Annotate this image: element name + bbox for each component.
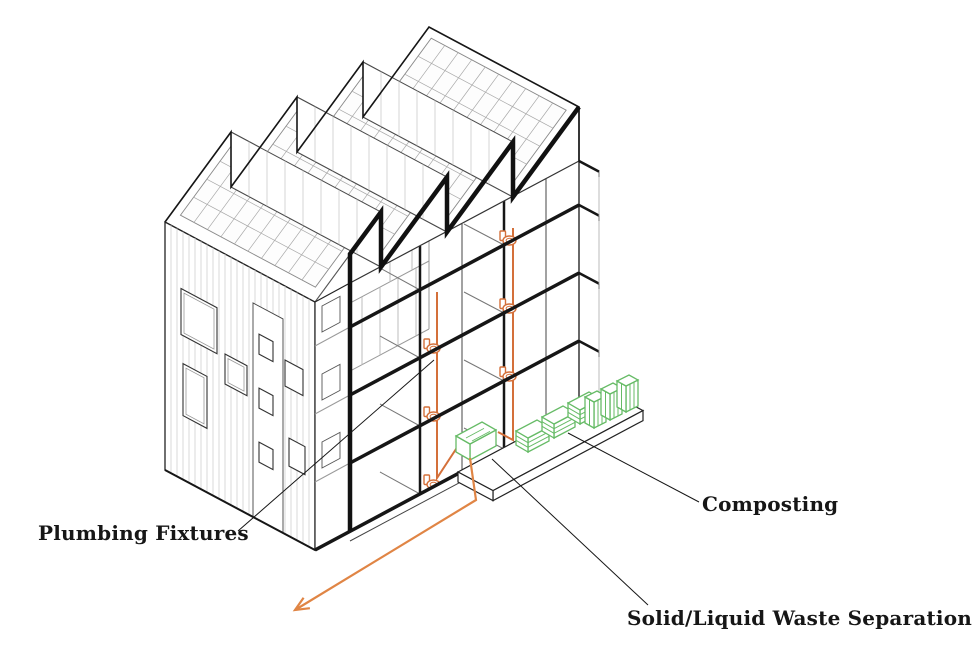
leader-lines (237, 359, 700, 606)
separation-unit (454, 421, 498, 462)
composting-units (454, 374, 639, 462)
roof-silhouette (164, 25, 580, 223)
compost-digester-icon (616, 374, 639, 413)
waste-flow-arrow-icon (292, 457, 478, 612)
leader-separation (491, 458, 649, 606)
label-solid-liquid-waste-separation: Solid/Liquid Waste Separation (627, 606, 972, 630)
right-edge-floor-tabs (578, 159, 600, 425)
label-composting: Composting (702, 492, 838, 516)
label-plumbing-fixtures: Plumbing Fixtures (38, 521, 249, 545)
strip-windows (321, 295, 341, 469)
front-facade-strip (314, 281, 351, 552)
section-cut-zigzag (347, 105, 581, 531)
stair-recess (253, 303, 283, 533)
plumbing-system (423, 228, 517, 490)
leader-plumbing (237, 359, 435, 532)
floor-depth-edges (379, 223, 505, 495)
section-interior (350, 161, 547, 495)
leader-composting (567, 432, 700, 503)
waste-pipe (436, 292, 459, 482)
facade-windows (181, 289, 305, 487)
back-wall-mullions (361, 250, 417, 365)
sawtooth-roof (165, 27, 579, 302)
end-facade (165, 222, 315, 550)
waste-pipe (497, 228, 514, 442)
